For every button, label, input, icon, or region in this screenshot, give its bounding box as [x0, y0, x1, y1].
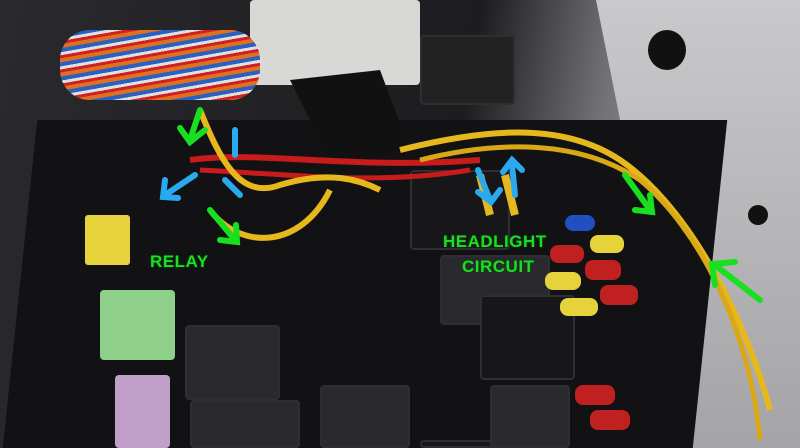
- blue-arrow: [500, 155, 525, 198]
- black-fuse-holder: [290, 70, 410, 160]
- relay: [190, 400, 300, 448]
- relay: [480, 295, 575, 380]
- headlight-annotation-line1: HEADLIGHT: [443, 232, 547, 251]
- green-arrow: [207, 207, 241, 246]
- red-wire: [189, 154, 481, 166]
- yellow-wire: [399, 129, 773, 411]
- fuse-yellow: [545, 272, 581, 290]
- panel-hole: [648, 30, 686, 70]
- fuse-yellow: [560, 298, 598, 316]
- relay: [185, 325, 280, 400]
- fuse-green: [100, 290, 175, 360]
- blue-arrow: [159, 172, 198, 201]
- yellow-wire: [197, 108, 382, 193]
- green-arrow: [708, 259, 763, 303]
- relay-annotation: RELAY: [150, 252, 209, 271]
- relay: [410, 170, 510, 250]
- green-arrow: [622, 172, 656, 216]
- yellow-wire: [419, 144, 763, 441]
- fuse-yellow: [590, 235, 624, 253]
- top-relay: [420, 35, 515, 105]
- fuse-purple: [115, 375, 170, 448]
- relay: [490, 385, 570, 448]
- connector: [250, 0, 420, 85]
- wire-bundle: [60, 30, 260, 100]
- blue-arrow: [475, 167, 503, 207]
- headlight-annotation-line2: CIRCUIT: [462, 257, 535, 276]
- relay: [320, 385, 410, 448]
- fuse-red: [590, 410, 630, 430]
- fuse-red: [575, 385, 615, 405]
- fuse-blue: [565, 215, 595, 231]
- fuse-red: [585, 260, 621, 280]
- fuse-red: [550, 245, 584, 263]
- fuse-red: [600, 285, 638, 305]
- panel-hole: [748, 205, 768, 225]
- green-arrow: [177, 107, 208, 147]
- blue-arrow: [222, 177, 243, 198]
- fuse-yellow: [85, 215, 130, 265]
